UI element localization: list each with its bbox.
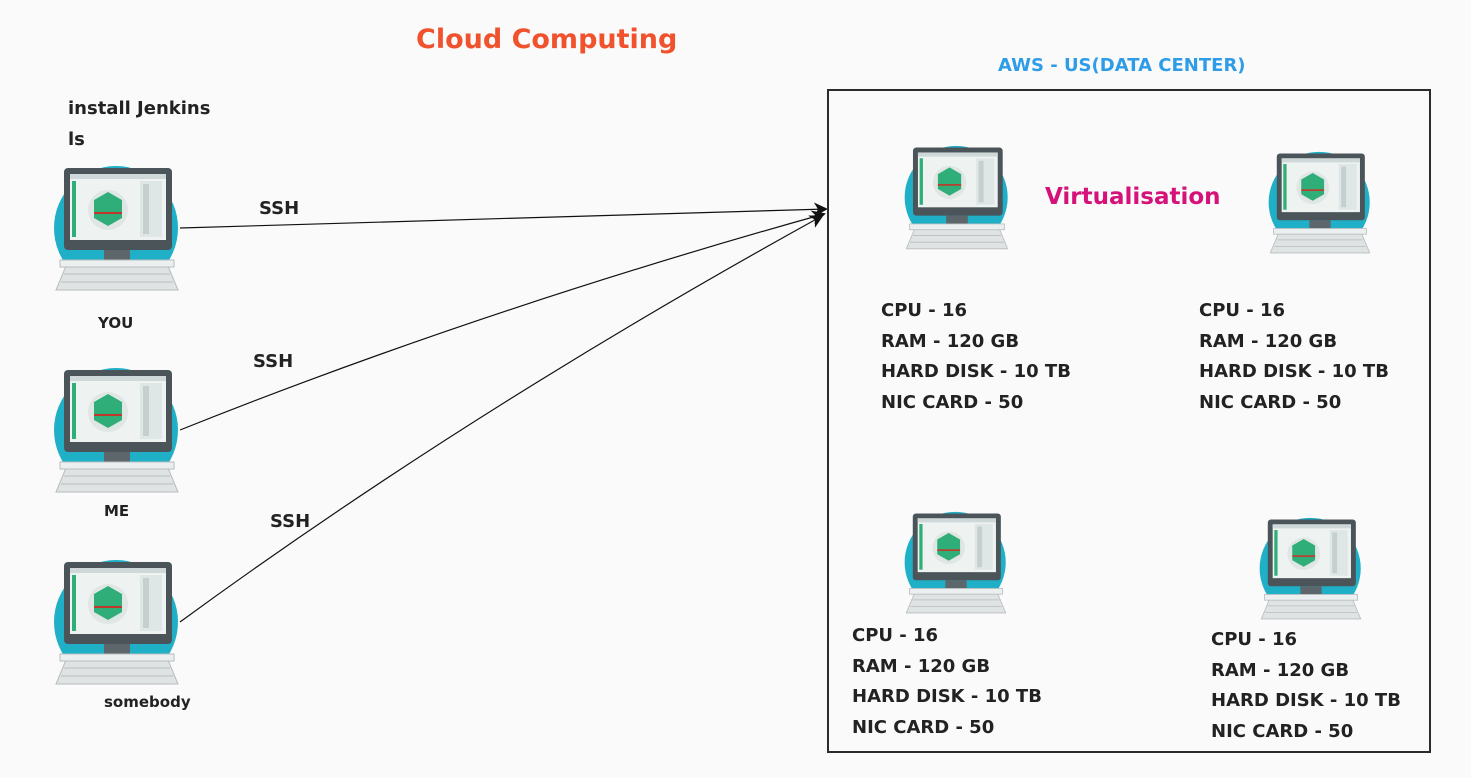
desktop-computer-icon bbox=[1268, 151, 1371, 254]
server-4-ram: RAM - 120 GB bbox=[1211, 659, 1350, 681]
server-2-cpu: CPU - 16 bbox=[1199, 300, 1286, 321]
server-computer-1 bbox=[903, 145, 1011, 253]
server-1-cpu: CPU - 16 bbox=[881, 300, 968, 321]
ssh-label-you: SSH bbox=[259, 198, 300, 219]
data-center-title: AWS - US(DATA CENTER) bbox=[998, 55, 1246, 76]
server-computer-3 bbox=[903, 511, 1009, 617]
ssh-label-me: SSH bbox=[253, 351, 294, 372]
server-1-nic: NIC CARD - 50 bbox=[881, 391, 1024, 413]
desktop-computer-icon bbox=[54, 166, 179, 291]
ssh-label-somebody: SSH bbox=[270, 511, 311, 532]
server-computer-2 bbox=[1267, 151, 1373, 257]
ssh-arrow-somebody bbox=[179, 215, 824, 623]
desktop-computer-icon bbox=[54, 560, 179, 685]
server-1-specs: CPU - 16 RAM - 120 GB HARD DISK - 10 TB … bbox=[881, 296, 1071, 418]
desktop-computer-icon bbox=[54, 368, 179, 493]
server-2-ram: RAM - 120 GB bbox=[1199, 330, 1338, 352]
server-3-disk: HARD DISK - 10 TB bbox=[852, 686, 1042, 707]
data-center-box bbox=[827, 89, 1431, 753]
server-3-ram: RAM - 120 GB bbox=[852, 655, 991, 677]
client-computer-me bbox=[52, 368, 182, 496]
server-3-cpu: CPU - 16 bbox=[852, 625, 939, 646]
virtualisation-label: Virtualisation bbox=[1045, 184, 1221, 210]
diagram-title: Cloud Computing bbox=[416, 24, 678, 55]
server-4-cpu: CPU - 16 bbox=[1211, 629, 1298, 650]
server-2-specs: CPU - 16 RAM - 120 GB HARD DISK - 10 TB … bbox=[1199, 296, 1389, 418]
client-label-me: ME bbox=[104, 502, 130, 520]
server-computer-4 bbox=[1258, 517, 1364, 623]
ssh-arrow-you bbox=[179, 202, 828, 229]
server-2-disk: HARD DISK - 10 TB bbox=[1199, 361, 1389, 382]
server-4-nic: NIC CARD - 50 bbox=[1211, 720, 1354, 742]
client-label-you: YOU bbox=[98, 314, 134, 332]
client-computer-you bbox=[52, 166, 182, 294]
server-4-disk: HARD DISK - 10 TB bbox=[1211, 690, 1401, 711]
server-4-specs: CPU - 16 RAM - 120 GB HARD DISK - 10 TB … bbox=[1211, 625, 1401, 747]
desktop-computer-icon bbox=[904, 145, 1009, 250]
client-computer-somebody bbox=[52, 560, 182, 688]
server-1-disk: HARD DISK - 10 TB bbox=[881, 361, 1071, 382]
command-install-jenkins: install Jenkins bbox=[68, 98, 211, 119]
desktop-computer-icon bbox=[904, 511, 1007, 614]
command-ls: ls bbox=[68, 129, 85, 150]
ssh-arrow-me bbox=[179, 210, 826, 431]
server-2-nic: NIC CARD - 50 bbox=[1199, 391, 1342, 413]
desktop-computer-icon bbox=[1259, 517, 1362, 620]
server-1-ram: RAM - 120 GB bbox=[881, 330, 1020, 352]
server-3-specs: CPU - 16 RAM - 120 GB HARD DISK - 10 TB … bbox=[852, 621, 1042, 743]
server-3-nic: NIC CARD - 50 bbox=[852, 716, 995, 738]
client-label-somebody: somebody bbox=[104, 693, 191, 711]
